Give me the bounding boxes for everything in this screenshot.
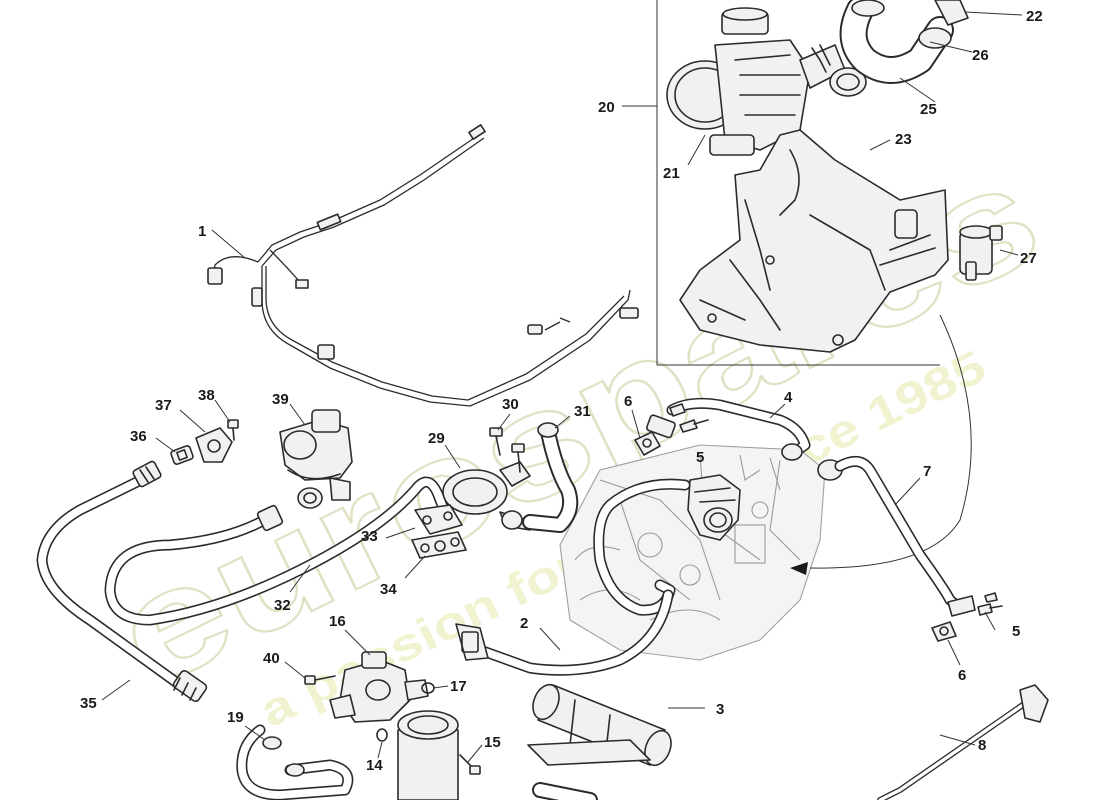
- wiring-harness[interactable]: [207, 124, 639, 407]
- callout-31: 31: [574, 403, 591, 420]
- air-pump[interactable]: [666, 7, 867, 156]
- callout-7: 7: [923, 463, 931, 480]
- callout-17: 17: [450, 678, 467, 695]
- callout-19: 19: [227, 709, 244, 726]
- bolt-38[interactable]: [227, 419, 239, 441]
- hose-19[interactable]: [236, 724, 354, 800]
- callout-5-centre: 5: [696, 449, 704, 466]
- sensor-37[interactable]: [195, 427, 233, 463]
- callout-34: 34: [380, 581, 397, 598]
- solenoid-valve-27[interactable]: [959, 225, 1003, 281]
- callout-5-right: 5: [1012, 623, 1020, 640]
- callout-37: 37: [155, 397, 172, 414]
- callout-8: 8: [978, 737, 986, 754]
- bolt-40[interactable]: [304, 675, 336, 685]
- pipe-8[interactable]: [877, 684, 1049, 800]
- callout-38: 38: [198, 387, 215, 404]
- pulse-damper-29[interactable]: [442, 461, 531, 531]
- callout-1: 1: [198, 223, 206, 240]
- group-20-frame: [656, 0, 940, 366]
- callout-14: 14: [366, 757, 383, 774]
- bolt-30[interactable]: [489, 427, 525, 473]
- callout-27: 27: [1020, 250, 1037, 267]
- pipe-35[interactable]: [36, 460, 208, 703]
- callout-36: 36: [130, 428, 147, 445]
- pipe-7[interactable]: [817, 455, 976, 617]
- pipe-bottom-partial[interactable]: [532, 782, 598, 800]
- callout-30: 30: [502, 396, 519, 413]
- assembly-arrow: [790, 314, 972, 575]
- valve-5-centre[interactable]: [687, 474, 741, 541]
- gasket-34[interactable]: [411, 531, 467, 559]
- air-pump-bracket[interactable]: [679, 129, 949, 353]
- callout-labels: 1 2 3 4 5 5 6 6 7 8 14 15 16 17 19 20 21…: [80, 8, 1043, 774]
- gasket-6-top[interactable]: [634, 431, 661, 456]
- gasket-6-bottom[interactable]: [931, 621, 957, 642]
- callout-20: 20: [598, 99, 615, 116]
- leader-lines: [101, 11, 1023, 763]
- flange-33[interactable]: [414, 504, 463, 535]
- callout-35: 35: [80, 695, 97, 712]
- canister-14[interactable]: [376, 710, 459, 800]
- bolts-5-bottom[interactable]: [977, 592, 1003, 616]
- callout-2: 2: [520, 615, 528, 632]
- hose-31[interactable]: [501, 422, 579, 533]
- callout-16: 16: [329, 613, 346, 630]
- canister-3[interactable]: [527, 681, 676, 769]
- bolt-15[interactable]: [459, 754, 481, 775]
- air-hose-25[interactable]: [839, 0, 969, 84]
- callout-4: 4: [784, 389, 793, 406]
- callout-23: 23: [895, 131, 912, 148]
- pipe-2[interactable]: [455, 478, 691, 676]
- valve-16[interactable]: [329, 651, 429, 723]
- bolts-5-top[interactable]: [669, 403, 709, 433]
- callout-3: 3: [716, 701, 724, 718]
- callout-39: 39: [272, 391, 289, 408]
- callout-21: 21: [663, 165, 680, 182]
- callout-6-bottom: 6: [958, 667, 966, 684]
- callout-6-top: 6: [624, 393, 632, 410]
- callout-22: 22: [1026, 8, 1043, 25]
- callout-33: 33: [361, 528, 378, 545]
- callout-32: 32: [274, 597, 291, 614]
- fitting-36[interactable]: [170, 445, 194, 465]
- callout-15: 15: [484, 734, 501, 751]
- pipe-4[interactable]: [646, 397, 811, 461]
- callout-29: 29: [428, 430, 445, 447]
- callout-25: 25: [920, 101, 937, 118]
- hose-32[interactable]: [104, 476, 451, 626]
- callout-26: 26: [972, 47, 989, 64]
- valve-39[interactable]: [279, 409, 353, 509]
- callout-40: 40: [263, 650, 280, 667]
